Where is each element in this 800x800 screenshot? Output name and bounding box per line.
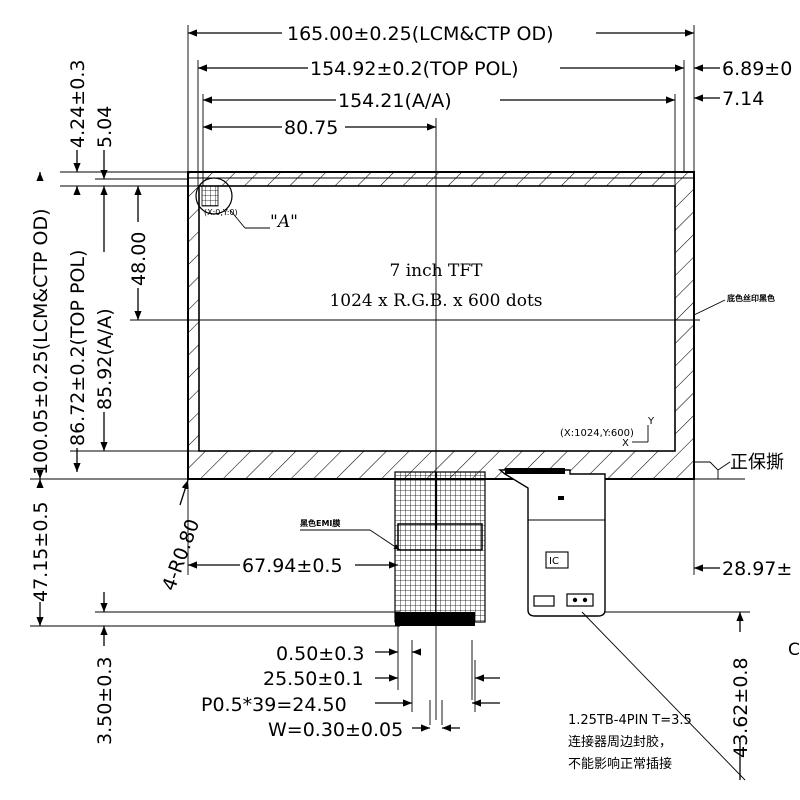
dim-finger-width-label: 25.50±0.1 [263,668,364,690]
dim-lcm-height-label: 100.05±0.25(LCM&CTP OD) [30,208,52,475]
protect-film: 正保撕 [694,452,784,479]
dim-right-fpc-label: 28.97± [722,558,792,580]
dim-top-pol-width: 154.92±0.2(TOP POL) [198,58,684,80]
dim-aa-height-label: 85.92(A/A) [94,308,116,410]
dim-right-offset-2-label: 7.14 [722,88,764,110]
dim-fpc-total: 47.15±0.5 [30,479,52,626]
dim-aa-height: 85.92(A/A) [94,186,116,451]
silkscreen-note-label: 底色丝印黑色 [726,293,775,303]
dim-lcm-height: 100.05±0.25(LCM&CTP OD) [30,172,52,479]
dim-pitch-label: P0.5*39=24.50 [201,694,347,716]
dim-fpc-offset-label: 67.94±0.5 [242,555,343,577]
connector-note-line2: 连接器周边封胶， [568,734,672,750]
dim-pitch-gap-label: 0.50±0.3 [276,643,364,665]
axis-x-label: X [622,438,629,449]
connector-note: 1.25TB-4PIN T=3.5 连接器周边封胶， 不能影响正常插接 [568,611,746,781]
dim-aa-width: 154.21(A/A) [203,90,675,112]
detail-a-marker: (X:0,Y:0) "A" [195,177,298,232]
dim-corner-radius-label: 4-R0.80 [158,516,204,593]
end-coordinate: (X:1024,Y:600) Y X [560,416,655,449]
axis-y-label: Y [647,416,655,427]
dim-lcm-width: 165.00±0.25(LCM&CTP OD) [188,23,694,45]
connector-note-line1: 1.25TB-4PIN T=3.5 [568,713,692,728]
dim-corner-radius: 4-R0.80 [158,479,204,594]
finger-dims: 0.50±0.3 25.50±0.1 P0.5*39=24.50 W=0.30±… [201,626,500,741]
dim-center-y: 48.00 [128,186,150,320]
dim-right-offset-1-label: 6.89±0 [722,58,792,80]
screen-resolution-text: 1024 x R.G.B. x 600 dots [329,291,542,311]
fpc-tail [394,471,486,626]
detail-a-label: "A" [270,212,298,232]
dim-right-offsets: 6.89±0 7.14 [694,58,792,110]
screen-size-text: 7 inch TFT [390,261,484,281]
protect-film-label: 正保撕 [730,452,784,473]
dim-right-fpc: 28.97± [693,479,792,580]
dim-right-bottom: 43.62±0.8 C [605,611,800,780]
dim-right-bottom-label: 43.62±0.8 [730,657,752,758]
silkscreen-note: 底色丝印黑色 [693,293,775,316]
emi-note: 黑色EMI膜 [300,518,401,551]
dim-top-offset-1-label: 4.24±0.3 [67,60,89,148]
emi-note-label: 黑色EMI膜 [300,518,340,528]
end-coord-label: (X:1024,Y:600) [560,428,634,439]
ic-label: IC [549,556,559,567]
dim-top-pol-height-label: 86.72±0.2(TOP POL) [67,250,89,446]
dim-top-offsets: 4.24±0.3 5.04 [67,60,116,179]
dim-fpc-tail-label: 3.50±0.3 [94,657,116,745]
dim-lcm-width-label: 165.00±0.25(LCM&CTP OD) [287,23,554,45]
dim-fpc-offset: 67.94±0.5 [187,490,398,577]
dim-center-x-label: 80.75 [284,117,338,139]
dim-top-offset-2-label: 5.04 [94,106,116,148]
dim-center-y-label: 48.00 [128,232,150,286]
dim-top-pol-height: 86.72±0.2(TOP POL) [67,186,89,472]
panel-outline [187,171,695,480]
dim-top-pol-width-label: 154.92±0.2(TOP POL) [310,58,519,80]
connector-board: IC [498,468,606,617]
edge-cut-label: C [788,640,800,660]
dim-aa-width-label: 154.21(A/A) [338,90,452,112]
dim-center-x: 80.75 [203,117,436,139]
connector-note-line3: 不能影响正常插接 [568,756,672,772]
dim-fpc-total-label: 47.15±0.5 [30,501,52,602]
dim-fpc-tail: 3.50±0.3 [94,592,116,745]
origin-coord-label: (X:0,Y:0) [204,208,238,217]
dim-finger-w-label: W=0.30±0.05 [268,719,403,741]
